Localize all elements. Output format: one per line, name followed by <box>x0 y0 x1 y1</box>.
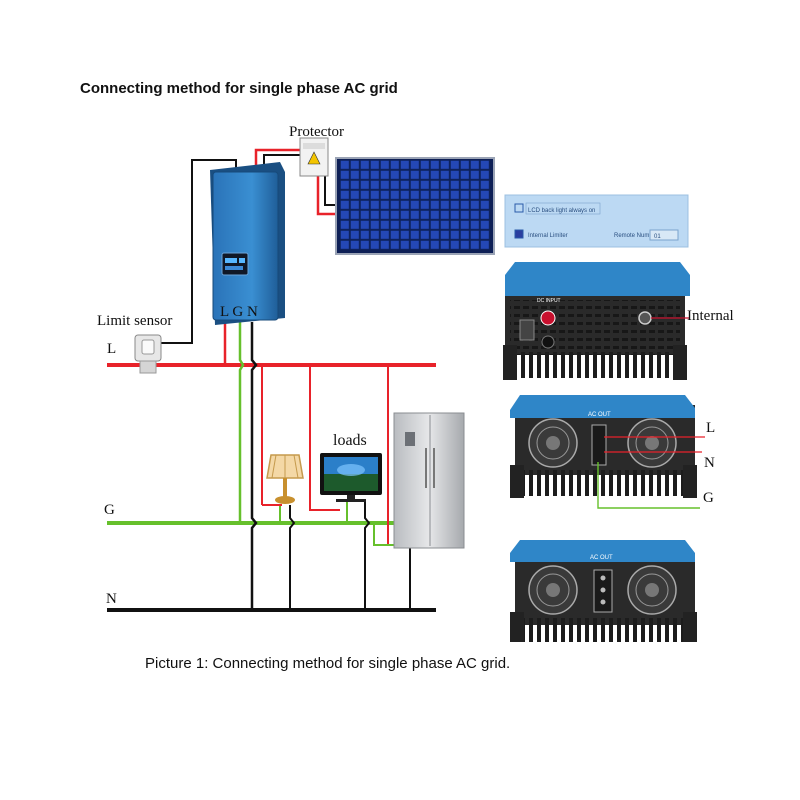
n-bus-label: N <box>106 591 117 607</box>
ac-out-n-label: N <box>704 455 715 471</box>
ac-out-g-label: G <box>703 490 714 506</box>
lcd-backlight-checkbox[interactable] <box>514 203 524 213</box>
remote-num-label: Remote Num <box>614 233 649 239</box>
inverter-dc-input-photo: DC INPUT <box>503 262 690 380</box>
internal-label: Internal <box>687 308 734 324</box>
g-bus-label: G <box>104 502 115 518</box>
limit-sensor-ct <box>134 334 162 374</box>
lamp-load <box>266 454 304 504</box>
inverter-ac-out-photo-1: AC OUT <box>510 395 697 498</box>
remote-num-value: 01 <box>654 234 661 240</box>
grid-tie-inverter <box>210 162 285 325</box>
internal-limiter-label: Internal Limiter <box>528 233 568 239</box>
inverter-lcd <box>221 252 249 276</box>
panel-black-wire <box>324 175 338 206</box>
ac-out-label-1: AC OUT <box>588 412 611 418</box>
limit-sensor-wire <box>160 159 237 344</box>
tv-load <box>320 453 382 502</box>
tv-n-wire <box>364 500 371 610</box>
solar-panel <box>335 157 495 255</box>
settings-panel: LCD back light always on Internal Limite… <box>504 194 689 248</box>
protector-box <box>299 137 329 177</box>
inverter-terminal-label: L G N <box>220 304 258 320</box>
inverter-dc-red-wire <box>254 148 300 172</box>
inverter-n-drop <box>250 322 258 610</box>
remote-num-input[interactable] <box>649 229 679 241</box>
figure-caption: Picture 1: Connecting method for single … <box>145 655 511 672</box>
lcd-backlight-label: LCD back light always on <box>528 208 595 214</box>
inverter-g-drop <box>238 322 245 523</box>
limit-sensor-label: Limit sensor <box>97 313 172 329</box>
dc-input-label: DC INPUT <box>537 298 561 304</box>
l-bus-label: L <box>107 341 116 357</box>
page-heading: Connecting method for single phase AC gr… <box>80 80 398 97</box>
ac-out-g-pointer <box>597 462 700 509</box>
tv-l-wire <box>309 365 340 511</box>
refrigerator-load <box>393 412 465 549</box>
ac-out-l-label: L <box>706 420 715 436</box>
inverter-ac-out-photo-2: AC OUT <box>510 540 697 642</box>
internal-limiter-checkbox[interactable] <box>514 229 524 239</box>
panel-red-wire <box>316 175 338 216</box>
ac-out-label-2: AC OUT <box>590 555 613 561</box>
loads-label: loads <box>333 432 367 449</box>
fridge-g-wire <box>373 523 395 546</box>
protector-label: Protector <box>289 124 344 140</box>
lamp-n-wire <box>289 505 296 610</box>
